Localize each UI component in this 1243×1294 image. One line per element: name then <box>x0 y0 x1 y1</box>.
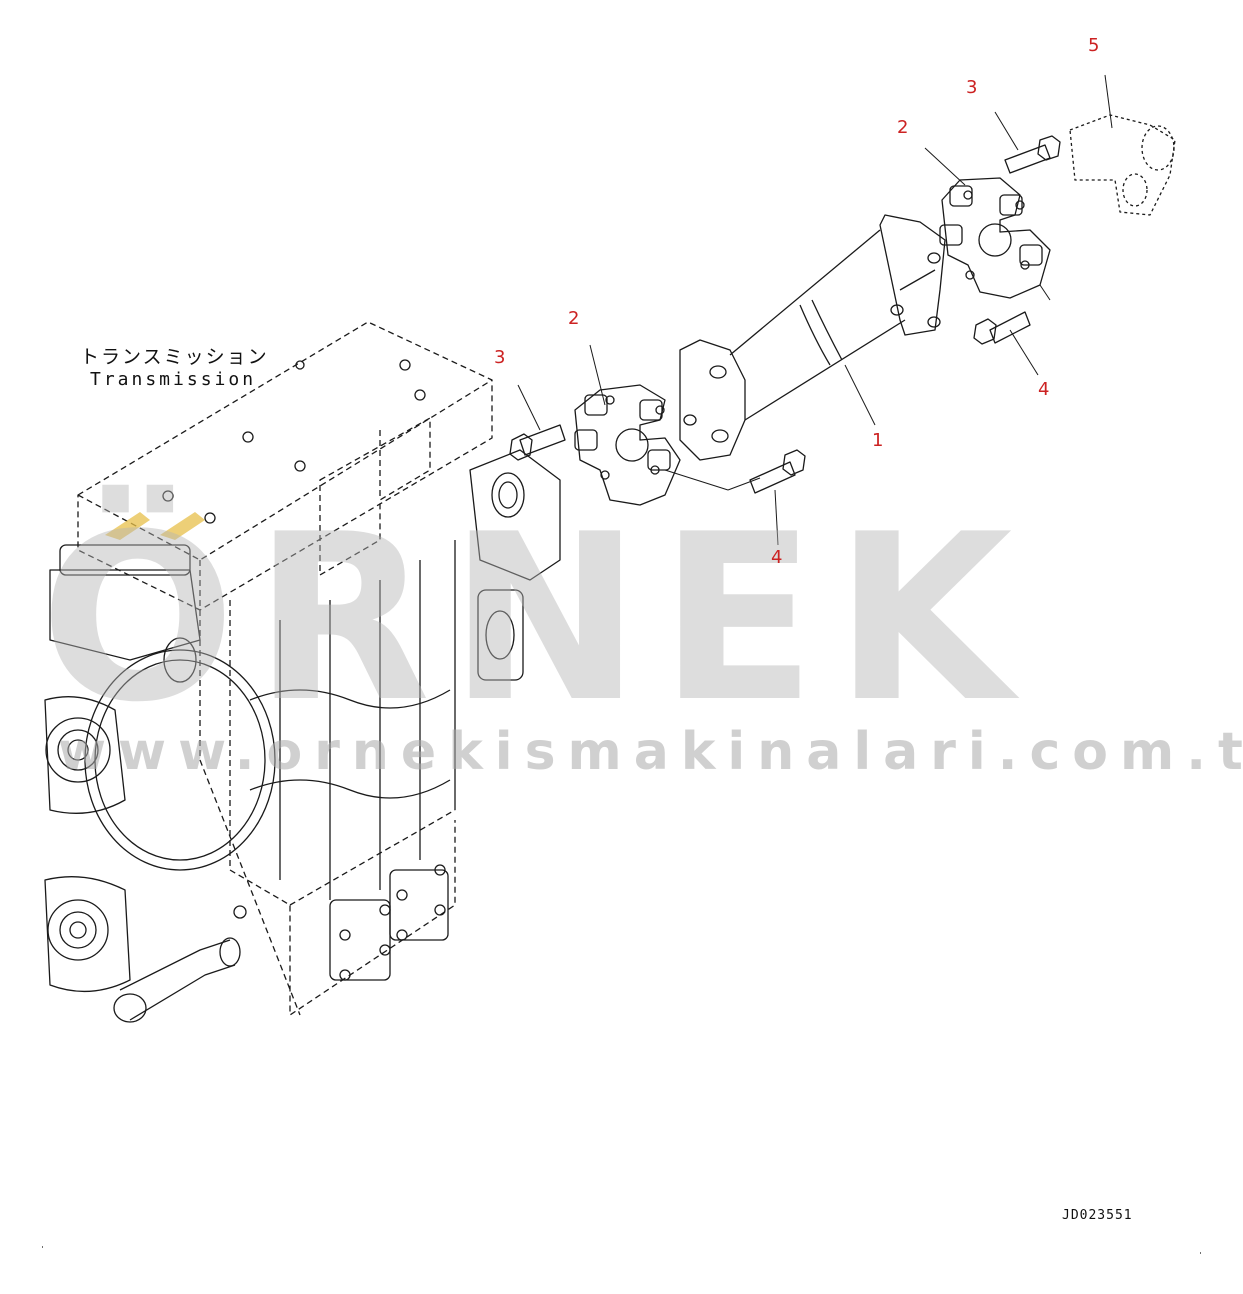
transmission-label-jp: トランスミッション <box>80 346 269 368</box>
callout-5[interactable]: 5 <box>1088 35 1100 56</box>
callout-1[interactable]: 1 <box>872 430 884 451</box>
transmission-label-en: Transmission <box>90 369 257 390</box>
watermark-accent <box>105 512 205 540</box>
bolt-right-3 <box>1004 135 1061 174</box>
coupling-right <box>939 177 1051 299</box>
drive-shaft <box>679 214 946 461</box>
callout-2-right[interactable]: 2 <box>897 117 909 138</box>
transmission-housing <box>44 321 561 1023</box>
drawing-id: JD023551 <box>1062 1208 1133 1223</box>
callout-2-left[interactable]: 2 <box>568 308 580 329</box>
callout-4-right[interactable]: 4 <box>1038 379 1050 400</box>
bolt-left-3 <box>509 424 566 461</box>
bolt-left-4 <box>749 449 806 494</box>
yoke-part <box>1069 114 1176 216</box>
leader-lines <box>517 74 1113 546</box>
bolt-right-4 <box>973 311 1031 345</box>
watermark-url: www.ornekismakinalari.com.tr <box>58 722 1243 782</box>
callout-3-left[interactable]: 3 <box>494 347 506 368</box>
coupling-left <box>574 384 681 506</box>
watermark-brand: ÖRNEK <box>40 486 1031 753</box>
callout-4-left[interactable]: 4 <box>771 547 783 568</box>
callout-3-right[interactable]: 3 <box>966 77 978 98</box>
